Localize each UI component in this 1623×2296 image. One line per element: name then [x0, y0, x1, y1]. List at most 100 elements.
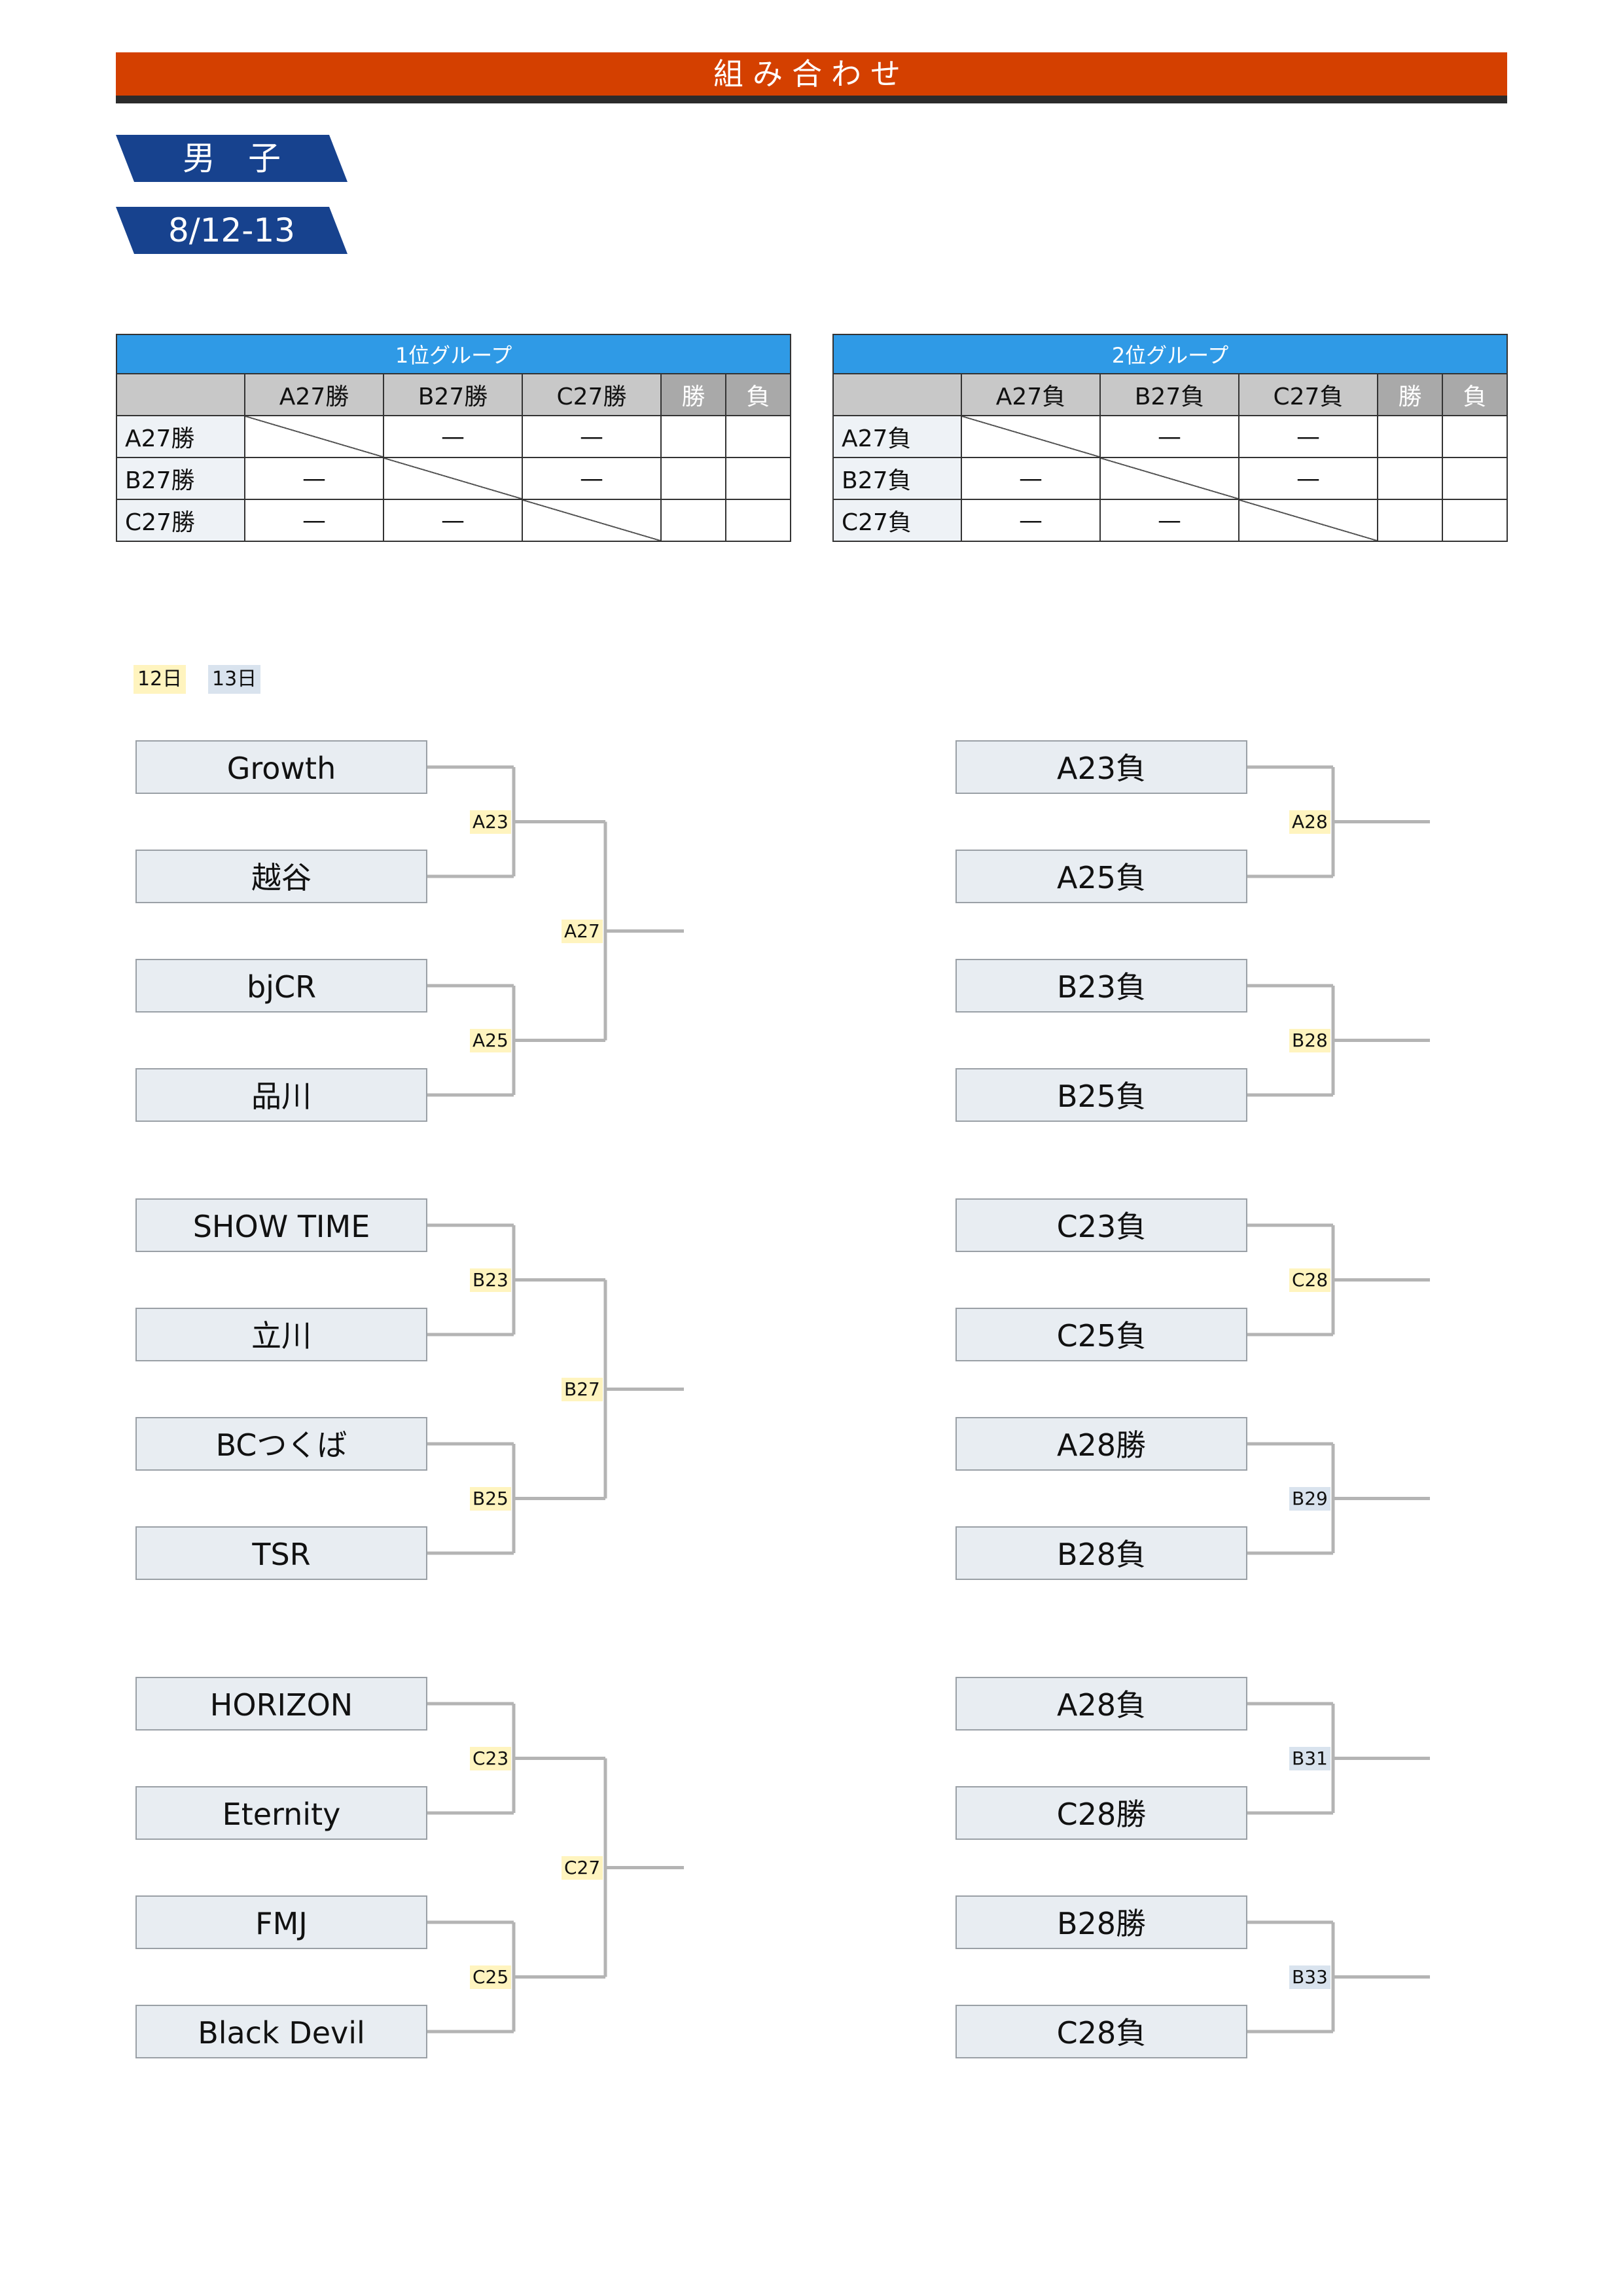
team-box: B23負 [955, 959, 1247, 1013]
diagonal-cell [522, 499, 662, 542]
match-label: C27 [562, 1856, 603, 1880]
match-label: C25 [470, 1965, 512, 1989]
diagonal-cell [383, 457, 523, 500]
team-box: C28勝 [955, 1786, 1247, 1840]
dash-cell: — [961, 499, 1101, 542]
team-box: Black Devil [135, 2005, 427, 2058]
date-tag-shape [116, 207, 348, 254]
team-box: BCつくば [135, 1417, 427, 1471]
dash-cell: — [383, 415, 523, 458]
team-box: A28勝 [955, 1417, 1247, 1471]
match-label: C28 [1289, 1268, 1331, 1292]
corner-cell [116, 373, 245, 416]
group-table-1: 1位グループ A27勝 B27勝 C27勝 勝 負 A27勝 — — B27勝 … [115, 334, 792, 542]
losses-cell [724, 457, 792, 500]
col-header: C27勝 [522, 373, 662, 416]
dash-cell: — [1099, 415, 1240, 458]
page-title: 組み合わせ [116, 52, 1507, 96]
team-box: B28負 [955, 1526, 1247, 1580]
wins-cell [660, 457, 726, 500]
losses-cell [1441, 415, 1508, 458]
dash-cell: — [244, 499, 384, 542]
wins-header: 勝 [660, 373, 726, 416]
team-box: FMJ [135, 1895, 427, 1949]
col-header: B27負 [1099, 373, 1240, 416]
date-label: 8/12-13 [168, 211, 295, 249]
row-label: A27負 [832, 415, 962, 458]
team-box: Eternity [135, 1786, 427, 1840]
wins-header: 勝 [1377, 373, 1443, 416]
dash-cell: — [1238, 415, 1378, 458]
match-label: B23 [470, 1268, 511, 1292]
team-box: HORIZON [135, 1677, 427, 1731]
team-box: B25負 [955, 1068, 1247, 1122]
wins-cell [660, 415, 726, 458]
dash-cell: — [522, 457, 662, 500]
row-label: A27勝 [116, 415, 245, 458]
match-label: A27 [562, 919, 603, 943]
losses-cell [724, 415, 792, 458]
match-label: A23 [470, 810, 511, 834]
col-header: B27勝 [383, 373, 523, 416]
legend-day13: 13日 [208, 665, 261, 694]
row-label: C27負 [832, 499, 962, 542]
team-box: A23負 [955, 740, 1247, 794]
group-title: 2位グループ [832, 334, 1508, 374]
team-box: A28負 [955, 1677, 1247, 1731]
wins-cell [1377, 457, 1443, 500]
team-box: B28勝 [955, 1895, 1247, 1949]
team-box: SHOW TIME [135, 1198, 427, 1252]
dash-cell: — [244, 457, 384, 500]
losses-header: 負 [724, 373, 792, 416]
losses-cell [1441, 499, 1508, 542]
losses-header: 負 [1441, 373, 1508, 416]
team-box: C28負 [955, 2005, 1247, 2058]
match-label: B25 [470, 1486, 511, 1511]
legend-day12: 12日 [134, 665, 187, 694]
diagonal-cell [244, 415, 384, 458]
col-header: C27負 [1238, 373, 1378, 416]
team-box: 品川 [135, 1068, 427, 1122]
team-box: 立川 [135, 1308, 427, 1361]
category-label: 男 子 [183, 139, 281, 177]
team-box: TSR [135, 1526, 427, 1580]
wins-cell [660, 499, 726, 542]
row-label: B27負 [832, 457, 962, 500]
diagonal-cell [1099, 457, 1240, 500]
team-box: C23負 [955, 1198, 1247, 1252]
diagonal-cell [961, 415, 1101, 458]
match-label: B31 [1289, 1746, 1330, 1770]
losses-cell [724, 499, 792, 542]
team-box: 越谷 [135, 850, 427, 903]
title-rule [116, 96, 1507, 103]
wins-cell [1377, 415, 1443, 458]
team-box: C25負 [955, 1308, 1247, 1361]
match-label: A25 [470, 1028, 511, 1052]
group-title: 1位グループ [115, 334, 792, 374]
match-label: B29 [1289, 1486, 1330, 1511]
match-label: C23 [470, 1746, 512, 1770]
team-box: bjCR [135, 959, 427, 1013]
dash-cell: — [383, 499, 523, 542]
match-label: B28 [1289, 1028, 1330, 1052]
col-header: A27負 [961, 373, 1101, 416]
row-label: B27勝 [116, 457, 245, 500]
losses-cell [1441, 457, 1508, 500]
match-label: A28 [1289, 810, 1330, 834]
match-label: B33 [1289, 1965, 1330, 1989]
group-table-2: 2位グループ A27負 B27負 C27負 勝 負 A27負 — — B27負 … [832, 334, 1508, 542]
row-label: C27勝 [116, 499, 245, 542]
dash-cell: — [1238, 457, 1378, 500]
dash-cell: — [522, 415, 662, 458]
team-box: Growth [135, 740, 427, 794]
match-label: B27 [562, 1377, 603, 1401]
dash-cell: — [1099, 499, 1240, 542]
category-tag: 男 子 [116, 135, 348, 182]
team-box: A25負 [955, 850, 1247, 903]
category-tag-shape [116, 135, 348, 182]
date-tag: 8/12-13 [116, 207, 348, 254]
diagonal-cell [1238, 499, 1378, 542]
dash-cell: — [961, 457, 1101, 500]
corner-cell [832, 373, 962, 416]
